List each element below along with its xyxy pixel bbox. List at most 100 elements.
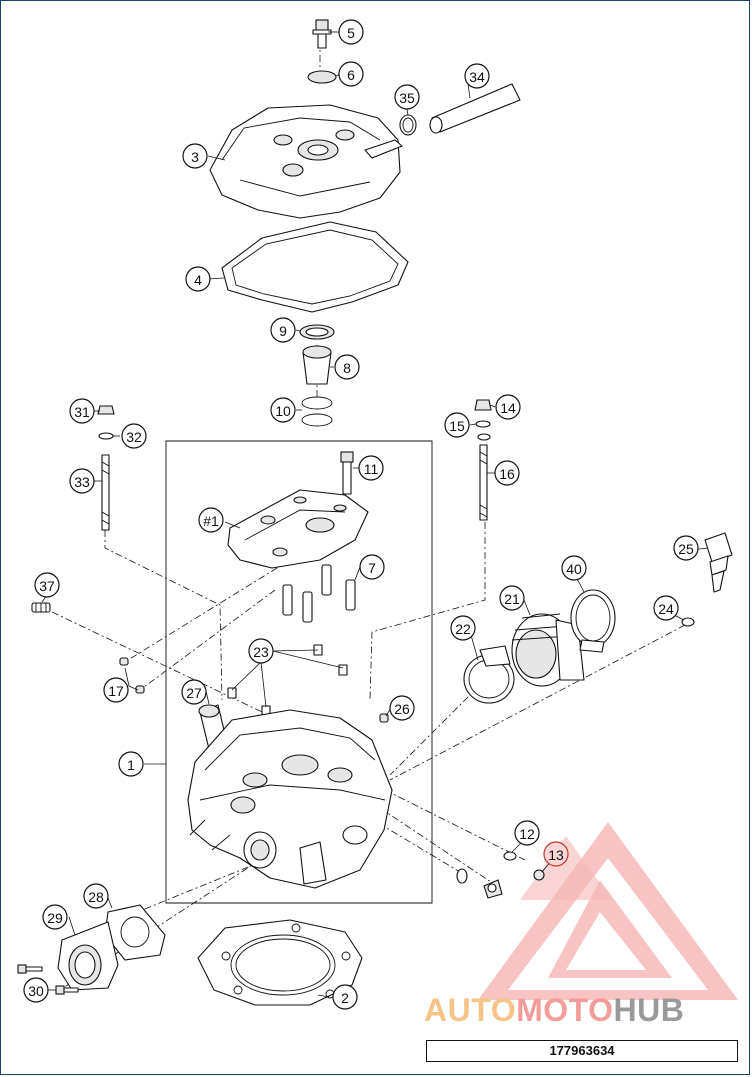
dowel-pins-part-23 [227,644,348,717]
callout-23: 23 [248,638,274,664]
watermark-auto: AUTO [424,992,517,1028]
breather-hose-part-34 [429,83,521,134]
callout-11: 11 [358,455,384,481]
callout-circle [444,412,470,438]
seal-ring-part-9 [299,324,335,340]
callout-label: 8 [343,360,351,376]
o-rings-part-10 [301,396,333,427]
callout-circle [338,61,364,87]
bolt-part-11 [340,451,354,495]
callout-label: 35 [399,90,415,106]
callout-22: 22 [450,615,476,641]
callout-34: 34 [464,63,490,89]
part-number: 177963634 [549,1043,615,1058]
callout-label: #1 [203,513,219,529]
seal-ring-part-24 [681,617,695,627]
callout-label: 13 [548,847,564,863]
callout-circle [270,397,296,423]
callout-label: 15 [449,418,465,434]
callout-circle [42,904,68,930]
callout-label: 1 [127,757,135,773]
callout-37: 37 [34,572,60,598]
callout-label: 28 [88,889,104,905]
intake-flange-part-21 [511,613,585,687]
callout-21: 21 [499,585,525,611]
callout-circle [394,84,420,110]
o-ring-part-12 [503,851,517,861]
callout-circle [332,984,358,1010]
callout-label: 24 [658,601,674,617]
callout-label: 3 [191,149,199,165]
callout-label: 27 [186,685,202,701]
callout-label: 21 [504,591,520,607]
callout-circle [338,19,364,45]
callout-circle [653,595,679,621]
washer-part-13 [533,869,545,881]
watermark-hub: HUB [613,992,685,1028]
callout-label: 9 [279,323,287,339]
callout-label: 6 [347,67,355,83]
callout-27: 27 [181,679,207,705]
callout-hash-1: #1 [198,507,224,533]
callout-29: 29 [42,904,68,930]
callout-layer: 1234567891011121314151617212223242526272… [23,19,699,1010]
spark-plug-tube-part-8 [302,345,332,385]
part-number-box: 177963634 [426,1040,738,1062]
callout-label: 26 [394,701,410,717]
callout-label: 22 [455,621,471,637]
callout-circle [185,266,211,292]
callout-40: 40 [561,555,587,581]
callout-1: 1 [118,751,144,777]
callout-12: 12 [514,820,540,846]
callout-7: 7 [359,554,385,580]
callout-30: 30 [23,977,49,1003]
callout-circle [118,751,144,777]
callout-circle [359,554,385,580]
watermark-moto: MOTO [516,992,614,1028]
callout-label: 40 [566,561,582,577]
callout-label: 29 [47,910,63,926]
clamp-part-40 [570,589,616,653]
callout-label: 25 [678,541,694,557]
callout-35: 35 [394,84,420,110]
callout-circle [270,317,296,343]
callout-circle [499,585,525,611]
callout-label: 7 [368,560,376,576]
watermark-wordmark: AUTOMOTOHUB [424,992,744,1032]
callout-label: 4 [194,272,202,288]
callout-circle [334,354,360,380]
callout-32: 32 [121,423,147,449]
callout-label: 14 [500,400,516,416]
callout-label: 16 [499,466,515,482]
callout-circle [181,679,207,705]
callout-circle [69,398,95,424]
callout-2: 2 [332,984,358,1010]
callout-label: 17 [108,683,124,699]
callout-circle [358,455,384,481]
callout-28: 28 [83,883,109,909]
valves-part-7 [282,564,356,623]
callout-circle [561,555,587,581]
callout-label: 37 [39,578,55,594]
callout-16: 16 [494,460,520,486]
valve-cover-gasket-part-4 [221,221,409,313]
callout-circle [495,394,521,420]
callout-label: 11 [364,461,379,477]
grommet-part-6 [307,70,337,84]
cylinder-head-outline-box [165,440,433,904]
callout-circle [83,883,109,909]
callout-label: 33 [74,474,90,490]
callout-label: 32 [126,429,142,445]
callout-circle [514,820,540,846]
small-plug [456,868,468,884]
callout-26: 26 [389,695,415,721]
callout-circle [182,143,208,169]
screws-part-30 [17,964,79,995]
watermark-logo [478,822,738,1000]
callout-8: 8 [334,354,360,380]
callout-24: 24 [653,595,679,621]
callout-label: 2 [341,990,349,1006]
callout-13: 13 [543,841,569,867]
callout-label: 30 [28,983,44,999]
